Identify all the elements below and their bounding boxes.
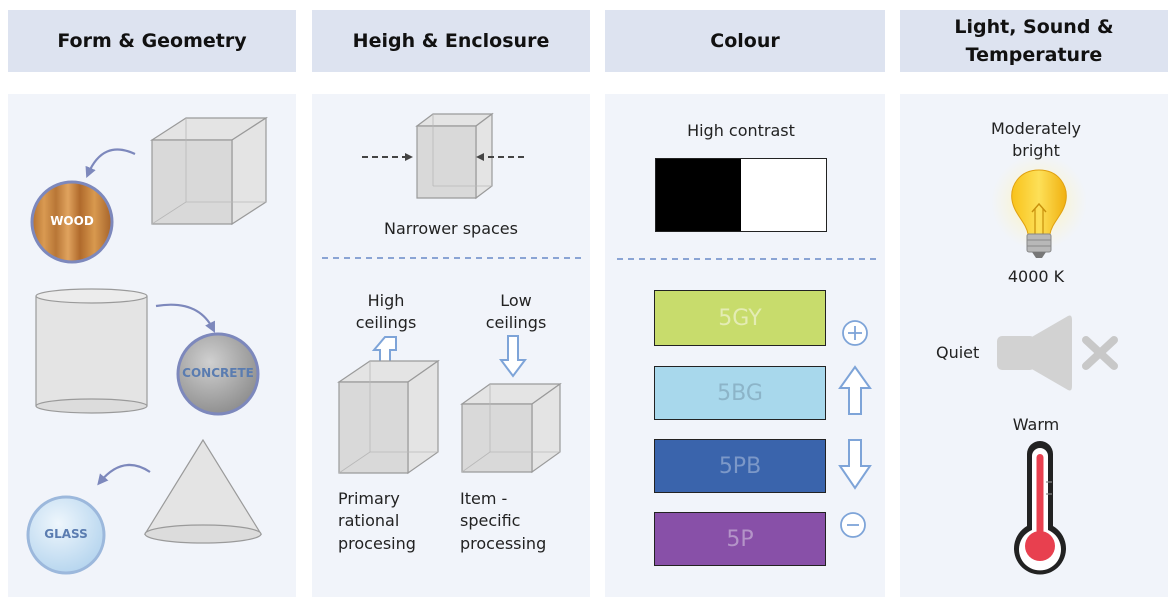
swatch-5p-label: 5P	[726, 526, 754, 552]
temperature-kelvin-label: 4000 K	[1007, 267, 1065, 286]
cube-shape	[149, 116, 269, 226]
panel-height-enclosure: Narrower spaces High ceilings Low ceilin…	[312, 94, 590, 597]
light-sound-temperature-illustrations	[991, 154, 1118, 575]
cone-shape	[143, 438, 263, 544]
swatch-5p: 5P	[654, 512, 826, 566]
swatch-5gy-label: 5GY	[718, 305, 762, 331]
primary-processing-label: Primary rational procesing	[338, 489, 416, 553]
swatch-5bg-label: 5BG	[717, 380, 763, 406]
arrow-up-outline-icon	[838, 365, 872, 415]
low-ceilings-label: Low ceilings	[485, 291, 547, 333]
header-form-geometry: Form & Geometry	[8, 10, 296, 72]
cylinder-shape	[35, 288, 148, 414]
high-contrast-label: High contrast	[687, 121, 795, 140]
contrast-swatch	[655, 158, 827, 232]
plus-circle-icon	[842, 320, 868, 346]
arrow-down-outline-icon	[499, 335, 527, 378]
swatch-5pb-label: 5PB	[718, 453, 762, 479]
wood-circle-icon	[30, 180, 114, 264]
header-height-label: Heigh & Enclosure	[352, 29, 550, 52]
concrete-label: CONCRETE	[182, 366, 254, 380]
swatch-5gy: 5GY	[654, 290, 826, 346]
glass-label: GLASS	[44, 527, 88, 541]
header-lst-label: Light, Sound & Temperature	[954, 15, 1114, 67]
panel-light-sound-temperature: Moderately bright	[900, 94, 1168, 597]
header-light-sound-temperature: Light, Sound & Temperature	[900, 10, 1168, 72]
panel-colour: High contrast 5GY 5BG 5PB 5P	[605, 94, 885, 597]
warm-label: Warm	[1012, 415, 1060, 434]
height-enclosure-illustrations	[322, 112, 582, 475]
narrow-cube-shape	[415, 112, 494, 200]
speaker-muted-icon	[997, 315, 1118, 391]
header-height-enclosure: Heigh & Enclosure	[312, 10, 590, 72]
header-form-label: Form & Geometry	[57, 29, 247, 52]
header-colour: Colour	[605, 10, 885, 72]
tall-cube-shape	[337, 359, 440, 475]
wood-label: WOOD	[50, 214, 94, 228]
narrower-spaces-label: Narrower spaces	[384, 219, 518, 238]
header-colour-label: Colour	[710, 29, 780, 52]
swatch-5bg: 5BG	[654, 366, 826, 420]
thermometer-icon	[1014, 441, 1066, 575]
colour-illustrations	[617, 258, 881, 538]
moderately-label: Moderately	[990, 119, 1081, 138]
quiet-label: Quiet	[936, 343, 980, 362]
high-ceilings-label: High ceilings	[355, 291, 417, 333]
concrete-circle-icon	[176, 332, 260, 416]
glass-circle-icon	[26, 495, 106, 575]
contrast-white	[741, 159, 826, 231]
arrow-cube-to-wood-icon	[85, 148, 136, 179]
form-geometry-illustrations	[26, 116, 269, 575]
minus-circle-icon	[840, 512, 866, 538]
contrast-black	[656, 159, 741, 231]
arrow-cone-to-glass-icon	[97, 463, 151, 486]
light-bulb-icon	[991, 154, 1087, 258]
arrow-down-outline-icon	[838, 439, 872, 490]
swatch-5pb: 5PB	[654, 439, 826, 493]
panel-form-geometry: WOOD CONCRETE GLASS	[8, 94, 296, 597]
arrow-cylinder-to-concrete-icon	[155, 303, 215, 333]
low-cube-shape	[460, 382, 562, 474]
item-processing-label: Item - specific processing	[460, 489, 547, 553]
